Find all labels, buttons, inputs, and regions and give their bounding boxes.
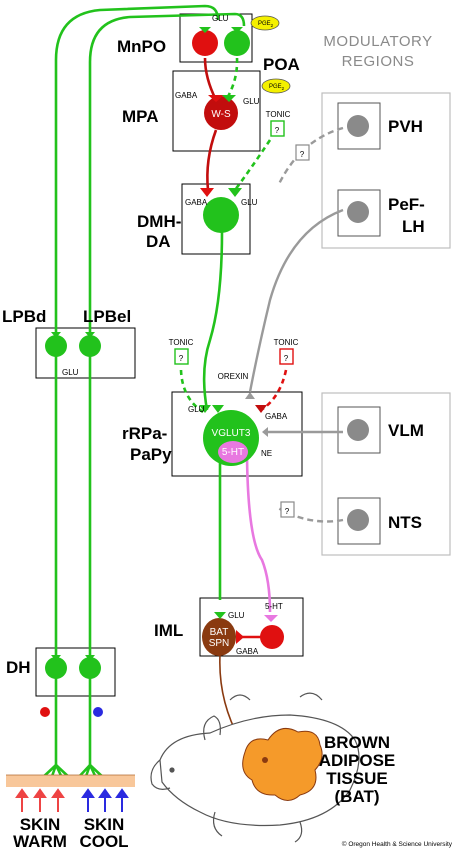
pge2-oval-mnpo [250,15,280,31]
region-rrpa-2: PaPy [130,445,172,464]
modulatory-title-line1: MODULATORY [323,33,432,50]
dh-warm-neuron [45,657,67,679]
lpbel-neuron [79,335,101,357]
warm-arrows [15,788,65,812]
ne-synapse [262,427,268,437]
orexin-label: OREXIN [218,372,249,381]
modulatory-title: MODULATORY REGIONS [323,33,432,70]
pge2-oval-mpa [261,78,291,94]
bat-spn-label-2: SPN [209,638,230,649]
mpa-ws-neuron [204,96,238,130]
lpbd-neuron [45,335,67,357]
rrpa-gaba-label: GABA [265,412,288,421]
lpb-glu-label: GLU [62,368,79,377]
region-dh: DH [6,658,31,677]
region-rrpa-1: rRPa- [122,424,167,443]
bat-tissue [242,727,323,801]
bat-label-2: ADIPOSE [319,751,396,770]
tonic-box-red [279,348,294,365]
mnpo-glu-label: GLU [212,14,229,23]
region-mpa: MPA [122,107,159,126]
iml-5ht-label: 5-HT [265,602,283,611]
region-vlm: VLM [388,421,424,440]
vlm-neuron [347,419,369,441]
rrpa-5ht-label: 5-HT [222,447,244,458]
bat-label-1: BROWN [324,733,390,752]
dmh-glu-label: GLU [241,198,258,207]
mnpo-gaba-neuron [192,30,218,56]
unknown-box-pvh [295,144,310,161]
tonic-box-green [174,348,189,365]
skin-cool-label-2: COOL [79,832,128,850]
tonic-label-green: TONIC [169,338,194,347]
bat-spn-label-1: BAT [210,627,229,638]
mnpo-glu-neuron [224,30,250,56]
cool-arrows [81,788,129,812]
region-iml: IML [154,621,183,640]
region-lpbel: LPBel [83,307,131,326]
pef-neuron [347,201,369,223]
dmh-neuron [203,197,239,233]
orexin-synapse [245,392,255,399]
modulatory-title-line2: REGIONS [342,53,415,70]
afferent-pathways [39,4,246,783]
tonic-box-mpa [270,120,285,137]
region-pef-2: LH [402,217,425,236]
mpa-glu-label: GLU [243,97,260,106]
rrpa-glu-label: GLU [188,405,205,414]
region-mnpo: MnPO [117,37,166,56]
region-dmh-2: DA [146,232,171,251]
iml-gaba-label: GABA [236,647,259,656]
pge2-label-mpa: PGE2 [269,84,285,91]
region-lpbd: LPBd [2,307,46,326]
skin-layer [6,775,135,787]
iml-gaba-synapse [236,630,244,644]
nts-neuron [347,509,369,531]
rrpa-5ht-neuron [218,441,248,463]
region-nts: NTS [388,513,422,532]
iml-gaba-neuron [260,625,284,649]
unknown-question-nts: ? [285,507,290,516]
dh-cool-neuron [79,657,101,679]
pge2-label-mnpo: PGE2 [258,21,274,28]
ne-label: NE [261,449,272,458]
tonic-question-mpa: ? [275,126,280,135]
tonic-label-mpa: TONIC [266,110,291,119]
region-dmh-1: DMH- [137,212,181,231]
bat-label-3: TISSUE [326,769,387,788]
copyright-notice: © Oregon Health & Science University [342,840,453,848]
bat-spn-neuron [202,618,236,656]
region-poa: POA [263,55,300,74]
bat-innervation-point [262,757,268,763]
ws-label: W-S [211,109,231,120]
vglut3-label: VGLUT3 [212,428,251,439]
cool-receptor-dot [93,707,103,717]
mpa-box [172,70,261,152]
central-pathways [179,57,288,764]
synapse-markers [51,27,278,661]
unknown-box-nts [280,501,295,518]
pvh-neuron [347,115,369,137]
skin-cool-label-1: SKIN [84,815,125,834]
tonic-question-green: ? [179,354,184,363]
mpa-gaba-label: GABA [175,91,198,100]
skin-warm-label-2: WARM [13,832,67,850]
unknown-question-pvh: ? [300,150,305,159]
skin-warm-label-1: SKIN [20,815,61,834]
iml-glu-label: GLU [228,611,245,620]
tonic-label-red: TONIC [274,338,299,347]
tonic-question-red: ? [284,354,289,363]
region-pef-1: PeF- [388,195,425,214]
warm-receptor-dot [40,707,50,717]
region-pvh: PVH [388,117,423,136]
dmh-gaba-label: GABA [185,198,208,207]
bat-label-4: (BAT) [335,787,380,806]
